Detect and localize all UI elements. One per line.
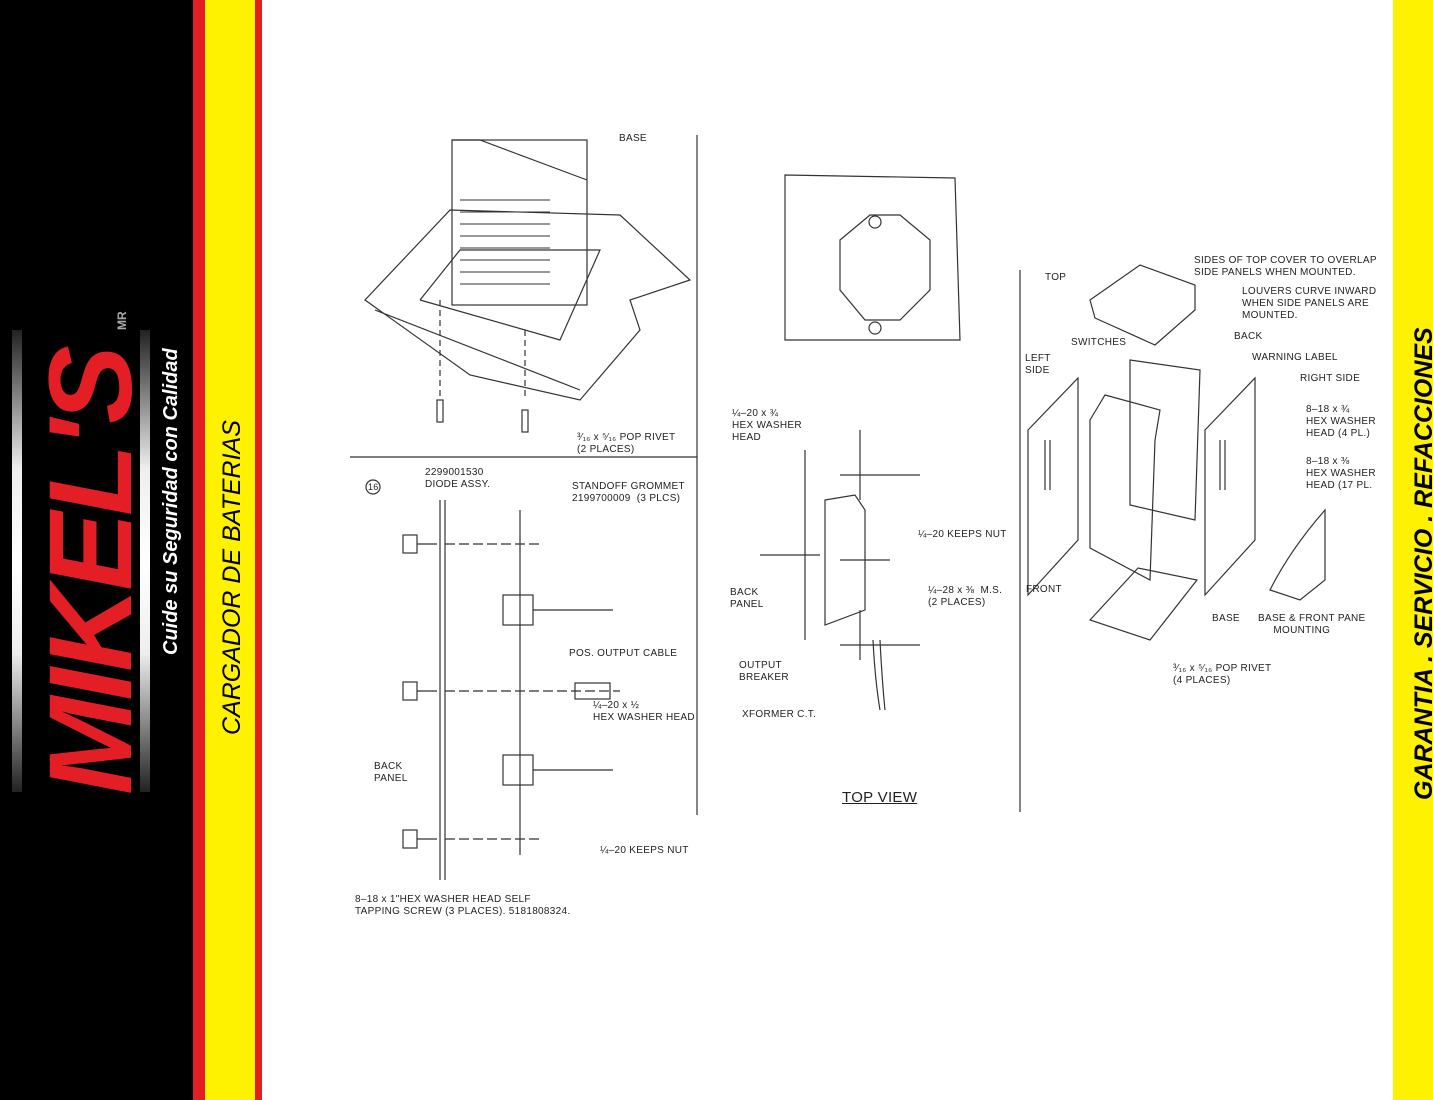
label-machine-screw: ¼–28 x ⅜ M.S. (2 PLACES) [928,585,1003,608]
label-top: TOP [1045,272,1067,283]
cabinet-exploded-drawing [1027,264,1326,641]
label-pos-output-cable: POS. OUTPUT CABLE [569,648,678,659]
label-front: FRONT [1026,584,1062,595]
label-xformer-ct: XFORMER C.T. [742,709,817,720]
label-right-side: RIGHT SIDE [1300,373,1361,384]
figure-number: 16 [368,482,379,492]
label-back-panel: BACK PANEL [730,587,764,610]
label-output-breaker: OUTPUT BREAKER [739,660,789,683]
red-stripe [193,0,205,1100]
chrome-bar [140,330,150,792]
yellow-stripe [205,0,255,1100]
label-back-panel: BACK PANEL [374,761,408,784]
red-stripe [255,0,262,1100]
label-keeps-nut: ¼–20 KEEPS NUT [600,845,689,856]
label-hex-washer-head: ¼–20 x ¾ HEX WASHER HEAD [732,408,802,443]
label-warning: WARNING LABEL [1252,352,1338,363]
dividers [350,135,1021,815]
label-keeps-nut: ¼–20 KEEPS NUT [918,529,1007,540]
label-back: BACK [1234,331,1263,342]
yellow-stripe-right [1393,0,1433,1100]
label-base: BASE [1212,613,1240,624]
label-hex-washer-head: ¼–20 x ½ HEX WASHER HEAD [593,700,695,723]
note-louvers: LOUVERS CURVE INWARD WHEN SIDE PANELS AR… [1242,286,1377,321]
label-tapping-screw: 8–18 x 1"HEX WASHER HEAD SELF TAPPING SC… [355,894,571,917]
brand-sidebar [0,0,193,1100]
label-mounting: BASE & FRONT PANE MOUNTING [1258,613,1366,636]
note-top-cover: SIDES OF TOP COVER TO OVERLAP SIDE PANEL… [1194,255,1377,278]
label-hex-4pl: 8–18 x ¾ HEX WASHER HEAD (4 PL.) [1306,404,1376,439]
label-pop-rivet: ³⁄₁₆ x ⁵⁄₁₆ POP RIVET (4 PLACES) [1173,663,1272,686]
top-view-drawing [760,174,961,711]
label-pop-rivet: ³⁄₁₆ x ⁵⁄₁₆ POP RIVET (2 PLACES) [577,432,676,455]
label-hex-17pl: 8–18 x ⅜ HEX WASHER HEAD (17 PL. [1306,456,1376,491]
diode-assembly-drawing [365,479,620,880]
label-switches: SWITCHES [1071,337,1127,348]
transformer-drawing [364,139,692,433]
top-view-title: TOP VIEW [842,789,918,806]
label-left-side: LEFT SIDE [1025,353,1051,376]
label-diode-assy: 2299001530 DIODE ASSY. [425,467,491,490]
chrome-bar [12,330,22,792]
label-base: BASE [619,133,647,144]
label-standoff-grommet: STANDOFF GROMMET 2199700009 (3 PLCS) [572,481,685,504]
